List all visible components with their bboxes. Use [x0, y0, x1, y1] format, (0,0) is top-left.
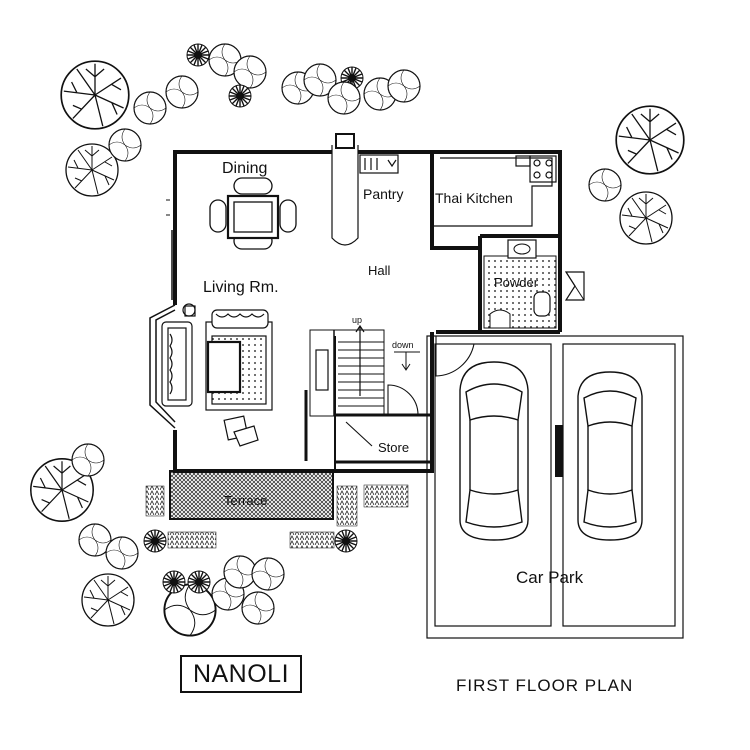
stair-label-down: down — [392, 340, 414, 350]
terrace — [169, 470, 334, 520]
room-label-thai-kitchen: Thai Kitchen — [435, 190, 513, 206]
dining-table — [209, 177, 297, 250]
stair-label-up: up — [352, 315, 362, 325]
interior-walls — [335, 160, 434, 464]
project-name-box: NANOLI — [180, 655, 302, 693]
car-park-area — [426, 335, 684, 639]
plan-title: FIRST FLOOR PLAN — [456, 676, 634, 695]
ground-cover — [145, 484, 409, 549]
project-name: NANOLI — [192, 659, 290, 688]
room-label-pantry: Pantry — [363, 186, 403, 202]
room-label-powder: Powder — [494, 275, 539, 290]
staircase — [309, 324, 420, 417]
room-label-store: Store — [378, 440, 409, 455]
kitchen-fixtures — [431, 155, 557, 227]
doors — [166, 199, 475, 447]
room-label-car-park: Car Park — [516, 568, 584, 587]
pantry-fixtures — [331, 133, 399, 246]
car-left — [459, 361, 529, 541]
car-right — [577, 371, 643, 541]
bay-window — [149, 304, 176, 429]
room-label-dining: Dining — [222, 160, 267, 177]
living-furniture — [161, 303, 329, 447]
room-label-hall: Hall — [368, 263, 391, 278]
room-label-terrace: Terrace — [224, 493, 267, 508]
room-label-living: Living Rm. — [203, 279, 279, 296]
landscape-trees — [30, 43, 685, 637]
powder-room — [483, 239, 585, 329]
